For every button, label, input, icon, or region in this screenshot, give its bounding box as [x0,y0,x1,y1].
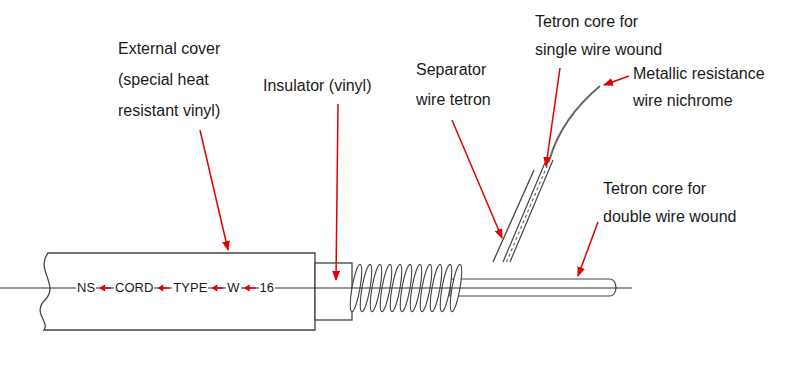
external-cover [40,253,315,330]
part-label: Metallic resistance wire nichrome [633,60,781,114]
cable-print-text: TYPE [172,280,208,296]
cable-print-text: W [226,280,240,296]
cable-print-text: NS [76,280,96,296]
part-label: Separator wire tetron [416,55,506,115]
print-arrowhead [99,285,105,292]
single-wound-core [503,158,553,262]
insulator [315,263,352,320]
part-label: Insulator (vinyl) [263,76,371,96]
print-arrowhead [211,285,217,292]
part-label: External cover (special heat resistant v… [118,33,258,126]
part-label: Tetron core for double wire wound [603,175,748,231]
cable-print-text: CORD [114,280,154,296]
cable-print-text: 16 [259,280,275,296]
print-arrowhead [157,285,163,292]
separator-wire [493,170,534,262]
leader-arrows [200,68,629,280]
nichrome-wire [550,86,600,158]
print-arrowhead [244,285,250,292]
part-label: Tetron core for single wire wound [535,8,680,64]
